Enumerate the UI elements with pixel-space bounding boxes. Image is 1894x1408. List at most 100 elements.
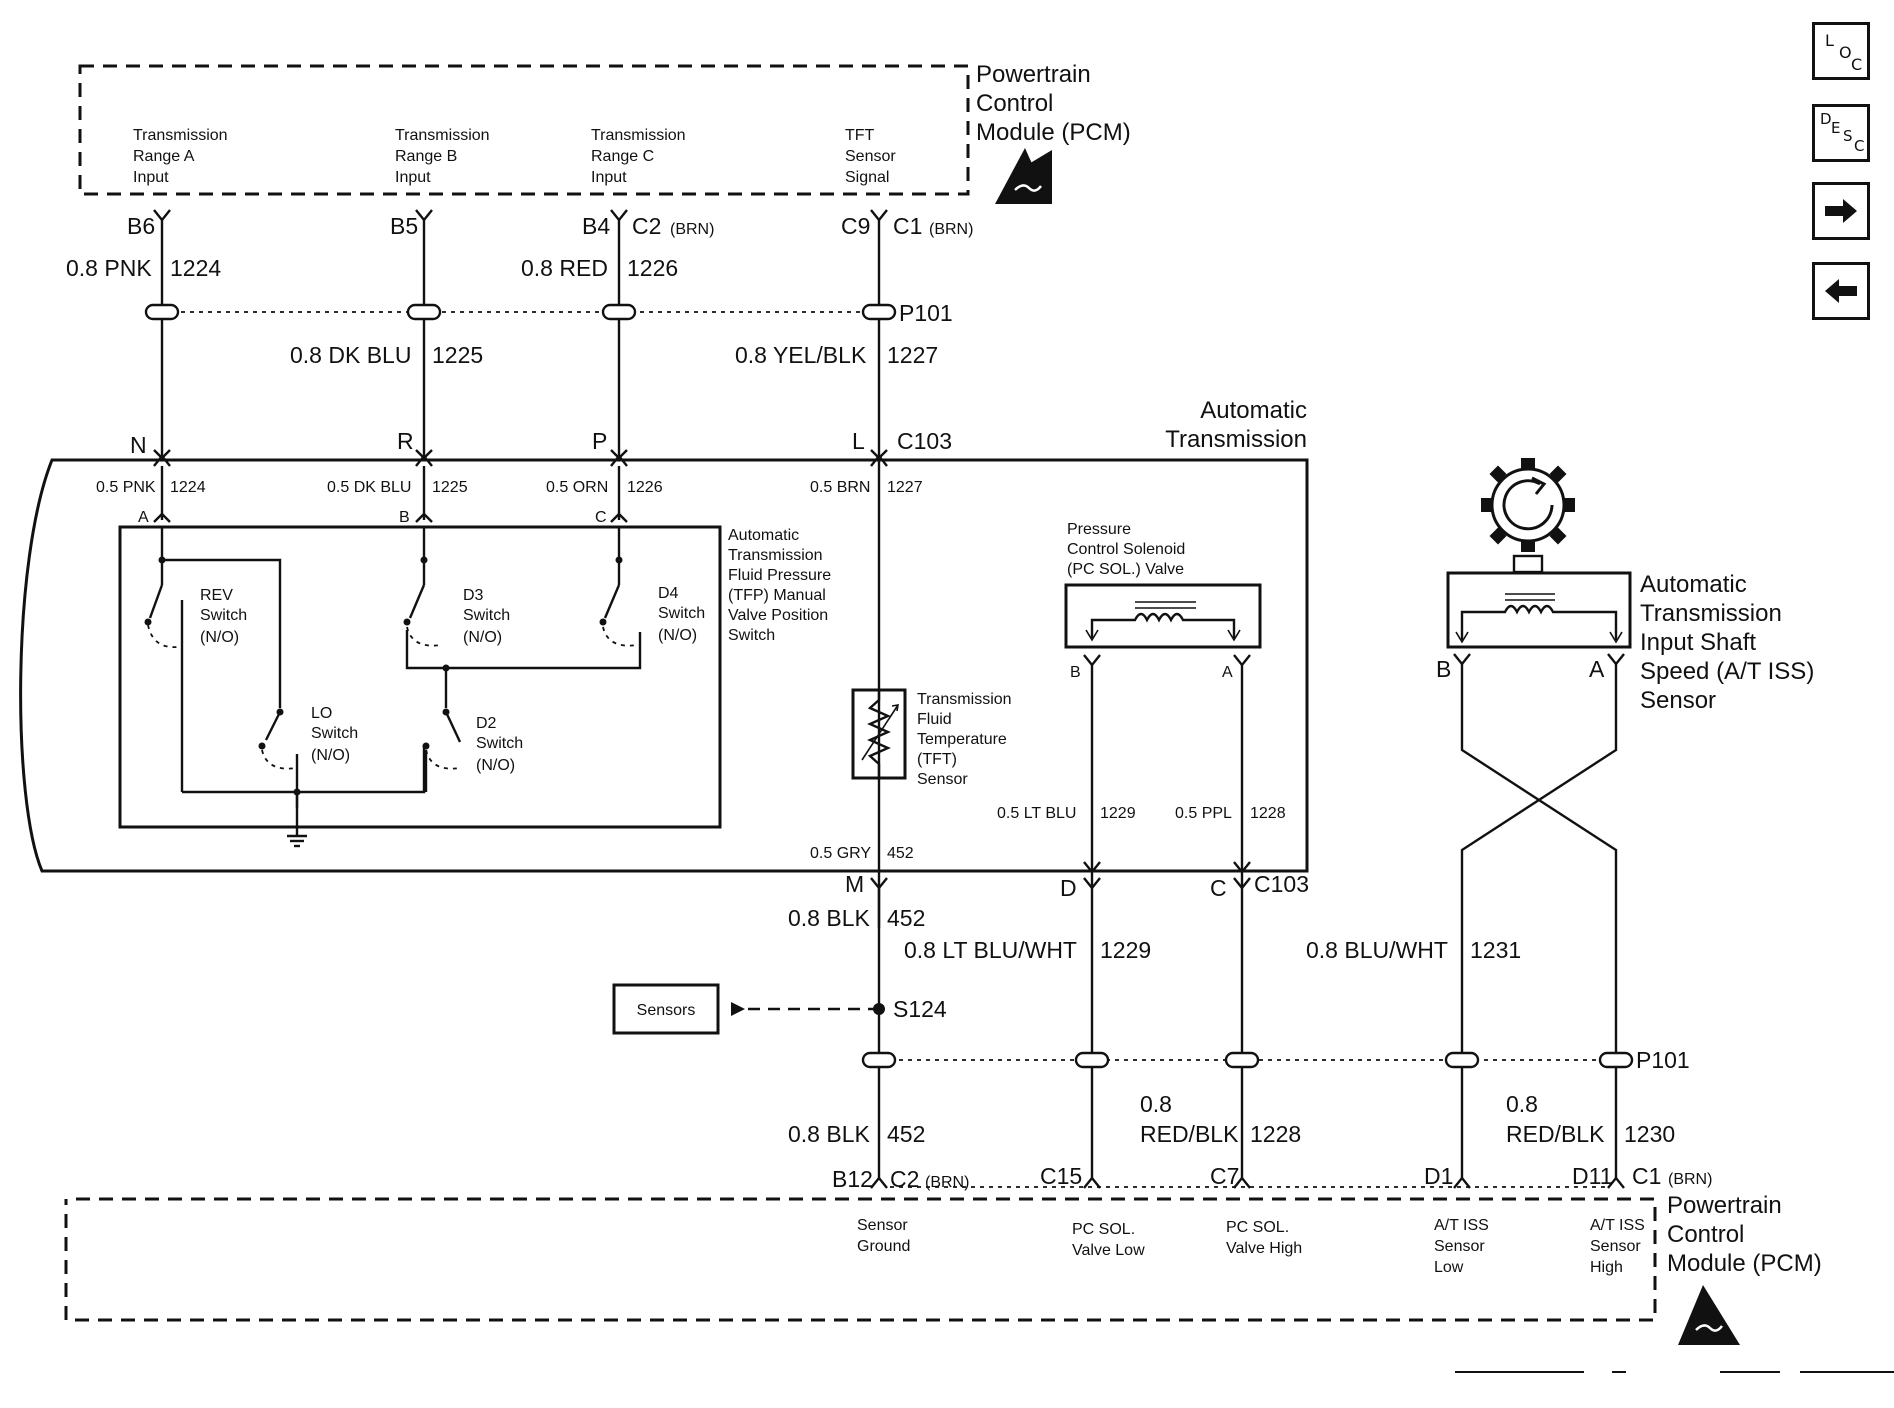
previous-button[interactable] [1812, 262, 1870, 320]
next-button[interactable] [1812, 182, 1870, 240]
location-button[interactable]: L O C [1812, 22, 1870, 80]
connector-c2-top: C2 [632, 213, 661, 239]
wire-label-pnk-gauge: 0.8 PNK [66, 255, 152, 281]
pin-r: R [397, 428, 414, 454]
connector-c1-color: (BRN) [929, 221, 973, 238]
pin-d: D [1060, 875, 1077, 901]
esd-warning-icon [995, 148, 1052, 204]
sensors-arrow-icon [731, 1002, 745, 1016]
transmission-title-2: Transmission [1165, 426, 1307, 453]
connector-c103-top: C103 [897, 428, 952, 454]
svg-text:A/T ISS: A/T ISS [1434, 1217, 1489, 1234]
pin-b12: B12 [832, 1166, 873, 1192]
pcm-top-title-1: Powertrain [976, 61, 1091, 88]
pcm-top-box [78, 64, 970, 196]
svg-text:Automatic: Automatic [1640, 571, 1747, 598]
svg-text:Range B: Range B [395, 148, 457, 165]
pcm-output-pc-valve-low: PC SOL. Valve Low [1072, 1221, 1145, 1259]
inner-wire-brn-circuit: 1227 [887, 479, 923, 496]
splice-p101-top [144, 303, 897, 321]
d4-switch-label: D4 Switch (N/O) [658, 585, 705, 644]
connector-c2-bottom: C2 [890, 1166, 919, 1192]
pcm-input-range-b: Transmission Range B Input [395, 127, 490, 186]
pcm-input-range-a: Transmission Range A Input [133, 127, 228, 186]
inner-wire-orn-gauge: 0.5 ORN [546, 479, 608, 496]
wire-label-redblk-circuit: 1228 [1250, 1121, 1301, 1147]
inner-wire-pnk-gauge: 0.5 PNK [96, 479, 156, 496]
pcm-bottom-title-2: Control [1667, 1221, 1744, 1248]
pin-b4: B4 [582, 213, 610, 239]
inner-wire-ppl-gauge: 0.5 PPL [1175, 805, 1232, 822]
svg-text:Control Solenoid: Control Solenoid [1067, 541, 1185, 558]
svg-text:Fluid Pressure: Fluid Pressure [728, 567, 831, 584]
svg-text:Valve High: Valve High [1226, 1240, 1302, 1257]
svg-text:Sensor: Sensor [1590, 1238, 1641, 1255]
svg-text:Switch: Switch [200, 607, 247, 624]
svg-text:Automatic: Automatic [728, 527, 799, 544]
svg-text:Range A: Range A [133, 148, 195, 165]
svg-text:Input Shaft: Input Shaft [1640, 629, 1756, 656]
description-button[interactable]: D E S C [1812, 104, 1870, 162]
iss-coil-icon [1455, 593, 1623, 644]
pcm-bottom-title-3: Module (PCM) [1667, 1250, 1822, 1277]
pcm-output-iss-high: A/T ISS Sensor High [1590, 1217, 1645, 1276]
svg-text:Valve Low: Valve Low [1072, 1242, 1145, 1259]
pc-solenoid-label: Pressure Control Solenoid (PC SOL.) Valv… [1067, 521, 1185, 578]
wire-label-blk2-circuit: 452 [887, 1121, 925, 1147]
wire-label-bluwht-circuit: 1231 [1470, 937, 1521, 963]
switch-pin-a: A [138, 509, 149, 526]
svg-text:Valve Position: Valve Position [728, 607, 828, 624]
inner-wire-ppl-circuit: 1228 [1250, 805, 1286, 822]
pin-b5: B5 [390, 213, 418, 239]
svg-text:(N/O): (N/O) [476, 757, 515, 774]
wire-label-red-circuit: 1226 [627, 255, 678, 281]
svg-text:Range C: Range C [591, 148, 654, 165]
wire-label-redblk2-gauge-2: RED/BLK [1506, 1121, 1605, 1147]
tfp-switch-assembly-box [118, 525, 722, 829]
splice-p101-bottom-label: P101 [1636, 1047, 1690, 1073]
sensors-box [612, 983, 720, 1035]
svg-text:Transmission: Transmission [1640, 600, 1782, 627]
svg-text:TFT: TFT [845, 127, 875, 144]
wire-label-blk-circuit: 452 [887, 905, 925, 931]
svg-text:Transmission: Transmission [728, 547, 823, 564]
connector-c103-bottom: C103 [1254, 871, 1309, 897]
svg-text:(N/O): (N/O) [658, 627, 697, 644]
wire-label-blk2-gauge: 0.8 BLK [788, 1121, 870, 1147]
iss-gear-icon [1481, 458, 1575, 574]
pcm-output-iss-low: A/T ISS Sensor Low [1434, 1217, 1489, 1276]
pin-p: P [592, 428, 607, 454]
pcm-output-sensor-ground: Sensor Ground [857, 1217, 910, 1255]
transmission-box [19, 458, 1309, 873]
svg-text:Speed (A/T ISS): Speed (A/T ISS) [1640, 658, 1814, 685]
wire-label-bluwht-gauge: 0.8 BLU/WHT [1306, 937, 1448, 963]
svg-text:Switch: Switch [658, 605, 705, 622]
connector-c2-color: (BRN) [670, 221, 714, 238]
d3-switch-label: D3 Switch (N/O) [463, 587, 510, 646]
connector-c1-top: C1 [893, 213, 922, 239]
pin-d1: D1 [1424, 1163, 1453, 1189]
loc-icon: L O C [1825, 31, 1863, 74]
svg-text:D3: D3 [463, 587, 484, 604]
left-arrow-icon [1825, 279, 1857, 303]
wire-label-redblk-gauge-2: RED/BLK [1140, 1121, 1239, 1147]
iss-pin-b: B [1436, 656, 1451, 682]
svg-text:Sensor: Sensor [1640, 687, 1716, 714]
inner-wire-dkblu-gauge: 0.5 DK BLU [327, 479, 411, 496]
inner-wire-dkblu-circuit: 1225 [432, 479, 468, 496]
svg-text:(PC SOL.) Valve: (PC SOL.) Valve [1067, 561, 1184, 578]
right-arrow-icon [1825, 199, 1857, 223]
pcm-top-title-3: Module (PCM) [976, 119, 1131, 146]
svg-text:(TFP) Manual: (TFP) Manual [728, 587, 826, 604]
iss-twisted-pair [1460, 664, 1618, 930]
pin-c7: C7 [1210, 1163, 1239, 1189]
pcm-input-tft-signal: TFT Sensor Signal [845, 127, 896, 186]
svg-text:(N/O): (N/O) [463, 629, 502, 646]
svg-text:(N/O): (N/O) [311, 747, 350, 764]
switch-pin-b: B [399, 509, 410, 526]
wire-label-blk-gauge: 0.8 BLK [788, 905, 870, 931]
transmission-title-1: Automatic [1200, 397, 1307, 424]
svg-text:D4: D4 [658, 585, 679, 602]
svg-text:Ground: Ground [857, 1238, 910, 1255]
